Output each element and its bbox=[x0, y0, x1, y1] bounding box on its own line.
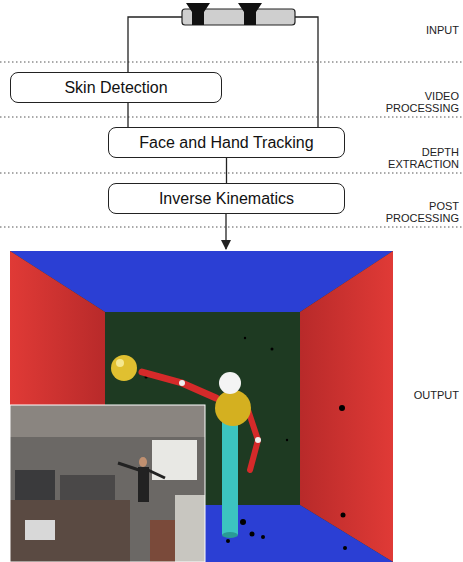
output-arrow bbox=[225, 214, 226, 249]
output-render bbox=[10, 251, 393, 562]
box-label: Inverse Kinematics bbox=[159, 190, 294, 208]
box-label: Skin Detection bbox=[64, 79, 167, 97]
stage-label: POST PROCESSING bbox=[379, 200, 459, 224]
process-box: Inverse Kinematics bbox=[108, 183, 345, 214]
stage-separator bbox=[0, 62, 463, 227]
stage-label: VIDEO PROCESSING bbox=[379, 90, 459, 114]
flow-connector bbox=[226, 158, 227, 183]
process-box: Face and Hand Tracking bbox=[108, 127, 345, 158]
stage-label: OUTPUT bbox=[379, 389, 459, 401]
flow-connector bbox=[127, 103, 128, 127]
box-label: Face and Hand Tracking bbox=[139, 134, 313, 152]
stage-label: DEPTH EXTRACTION bbox=[379, 146, 459, 170]
stereo-camera bbox=[182, 3, 295, 25]
process-box: Skin Detection bbox=[10, 72, 222, 103]
stage-label: INPUT bbox=[379, 24, 459, 36]
